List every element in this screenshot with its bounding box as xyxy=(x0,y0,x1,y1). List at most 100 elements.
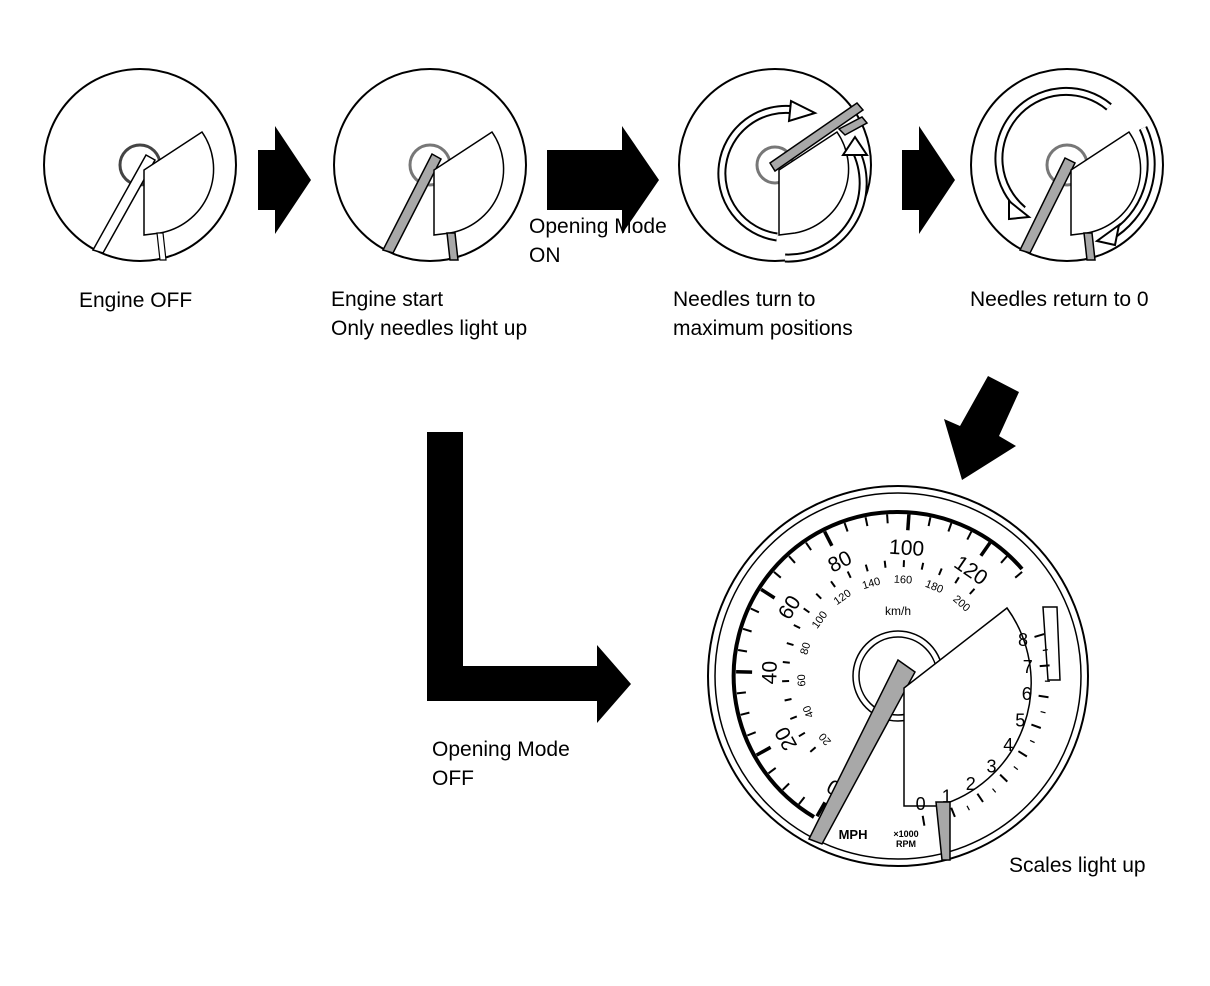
speed-needle-lit xyxy=(381,152,442,254)
kmh-tick xyxy=(864,564,869,572)
flow-arrow xyxy=(547,126,659,234)
kmh-tick-label: 160 xyxy=(894,574,913,587)
rpm-tick-label: 0 xyxy=(916,794,926,814)
rpm-tick xyxy=(992,788,997,793)
rpm-tick xyxy=(1040,711,1046,714)
mph-tick xyxy=(906,514,911,531)
gauge-bezel-inner xyxy=(714,492,1082,860)
mph-tick xyxy=(781,782,790,791)
mph-tick xyxy=(1014,571,1023,579)
flow-arrow xyxy=(902,126,955,234)
kmh-tick xyxy=(786,642,794,647)
rpm-tick-label: 2 xyxy=(966,774,976,794)
kmh-tick xyxy=(793,624,801,629)
mph-tick xyxy=(1000,555,1008,564)
label-engine-start: Engine start Only needles light up xyxy=(331,285,527,343)
label-line: Scales light up xyxy=(1009,854,1146,877)
rpm-tick-label: 3 xyxy=(986,756,996,776)
kmh-tick xyxy=(830,580,836,588)
kmh-tick-marks xyxy=(782,560,976,753)
tach-dial-panel xyxy=(1070,130,1142,236)
mph-tick xyxy=(815,801,827,818)
tach-dial-panel xyxy=(778,130,850,236)
label-line: OFF xyxy=(432,767,474,790)
sweep-arrow-speed-head xyxy=(787,99,818,123)
speed-scale-arc xyxy=(731,510,1024,819)
kmh-tick xyxy=(809,746,817,753)
mph-tick xyxy=(823,530,834,547)
rpm-tick xyxy=(1042,649,1048,652)
rpm-tick xyxy=(950,807,956,818)
mph-tick xyxy=(740,711,750,716)
flow-arrow xyxy=(258,126,311,234)
mph-tick xyxy=(927,517,932,527)
return-arrow-speed-inner xyxy=(996,88,1111,212)
mph-tick-label: 100 xyxy=(888,536,924,561)
label-opening-mode-off: Opening Mode OFF xyxy=(432,735,570,793)
kmh-unit-label: km/h xyxy=(885,604,911,618)
gauge-engine-start xyxy=(333,68,527,262)
gauge-needles-max xyxy=(678,68,872,263)
tach-dial-panel xyxy=(143,130,215,236)
flow-arrow-l-shape xyxy=(427,432,631,723)
rpm-tick xyxy=(1013,766,1019,771)
mph-tick xyxy=(773,571,782,579)
mph-unit-label: MPH xyxy=(839,827,868,842)
return-arrow-tach-head xyxy=(1094,222,1121,247)
speed-needle xyxy=(807,658,916,845)
label-needles-return: Needles return to 0 xyxy=(970,285,1149,314)
mph-tick xyxy=(750,607,760,614)
mph-tick xyxy=(979,541,992,557)
kmh-tick xyxy=(803,607,810,614)
kmh-tick xyxy=(815,592,822,600)
mph-tick xyxy=(788,555,796,564)
rpm-tick xyxy=(1038,694,1049,699)
rpm-tick-label: 8 xyxy=(1018,630,1028,650)
return-arrow-speed-head xyxy=(1008,198,1032,221)
tach-needle-returning xyxy=(1083,232,1096,261)
rpm-tick xyxy=(999,773,1008,783)
mph-tick-label: 40 xyxy=(758,661,782,685)
kmh-tick-label: 40 xyxy=(801,704,817,720)
label-line: Only needles light up xyxy=(331,317,528,340)
mph-tick xyxy=(886,514,889,524)
tach-needle-lit xyxy=(446,232,459,261)
flow-arrow-diagonal xyxy=(944,376,1019,480)
mph-tick xyxy=(966,531,973,541)
rpm-tick-label: 6 xyxy=(1022,684,1032,704)
rpm-tick xyxy=(1017,750,1028,758)
kmh-tick xyxy=(846,571,852,579)
label-line: Engine start xyxy=(331,288,444,311)
label-line: Needles turn to xyxy=(673,288,816,311)
kmh-tick xyxy=(969,588,976,595)
rpm-tick xyxy=(1034,633,1045,638)
rpm-unit-bottom: RPM xyxy=(896,839,916,849)
mph-tick xyxy=(755,745,772,757)
rpm-tick xyxy=(1029,739,1035,744)
label-line: ON xyxy=(529,244,561,267)
rpm-tick xyxy=(1039,664,1050,668)
mph-tick xyxy=(864,517,869,527)
kmh-tick xyxy=(789,715,798,720)
mph-tick xyxy=(947,522,953,532)
tach-needle-unlit xyxy=(156,232,167,261)
rpm-tick xyxy=(1031,723,1042,729)
label-line: Opening Mode xyxy=(529,215,667,238)
rpm-tick-label: 7 xyxy=(1023,657,1033,677)
kmh-tick-label: 60 xyxy=(796,674,809,687)
label-scales-light: Scales light up xyxy=(1009,851,1146,880)
mph-tick xyxy=(805,542,812,551)
rpm-redline-arc xyxy=(1042,606,1061,681)
label-needles-max: Needles turn to maximum positions xyxy=(673,285,853,343)
kmh-tick-label: 140 xyxy=(861,575,882,592)
tach-dial-panel xyxy=(433,130,505,236)
mph-tick xyxy=(737,649,748,653)
kmh-tick xyxy=(784,698,792,702)
label-opening-mode-on: Opening Mode ON xyxy=(529,212,667,270)
sweep-arrow-tach-inner xyxy=(784,147,866,261)
label-line: Engine OFF xyxy=(79,289,193,312)
rpm-tick-label: 5 xyxy=(1015,711,1025,731)
